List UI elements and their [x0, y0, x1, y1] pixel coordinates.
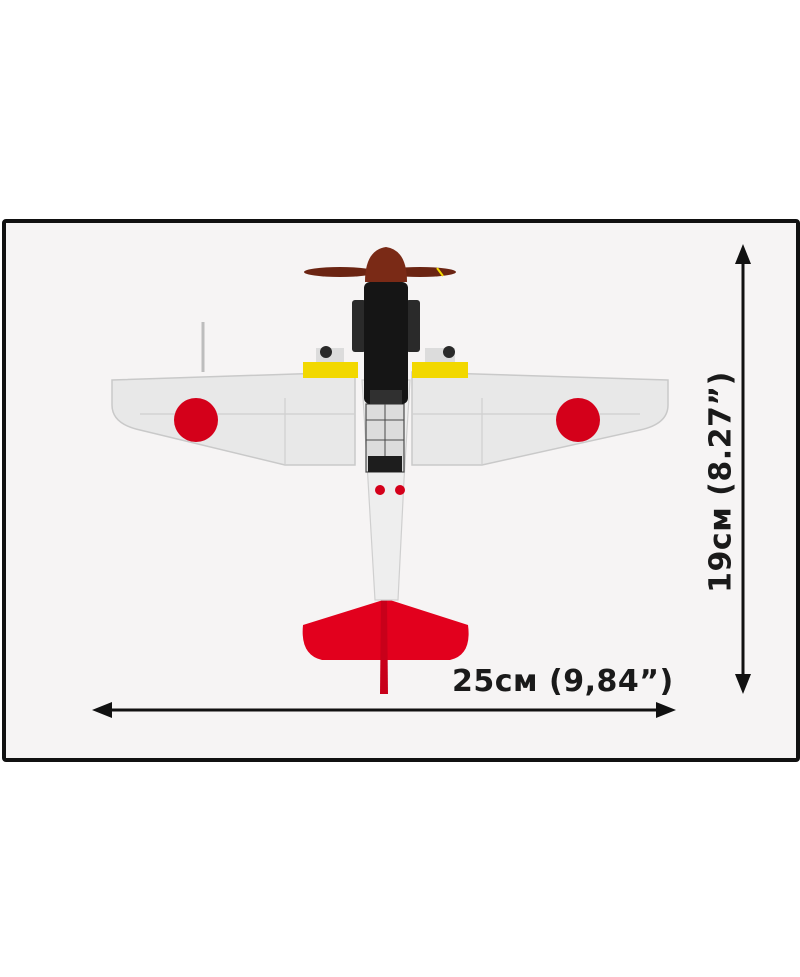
width-arrow [92, 702, 676, 718]
wing-accent-left [303, 362, 358, 378]
height-arrow [735, 244, 751, 694]
cockpit [365, 403, 405, 473]
spinner [365, 247, 407, 282]
height-dimension-label: 19см (8.27”) [703, 371, 739, 593]
airplane-model [111, 247, 669, 694]
exhaust-stacks [352, 300, 420, 352]
wing-left [111, 371, 356, 466]
propeller [304, 247, 456, 282]
roundel-right [556, 398, 600, 442]
roundel-left [174, 398, 218, 442]
wing-accent-right [412, 362, 468, 378]
engine-cowling [364, 282, 408, 404]
width-dimension-label: 25см (9,84”) [452, 664, 674, 699]
wing-right [411, 371, 669, 466]
